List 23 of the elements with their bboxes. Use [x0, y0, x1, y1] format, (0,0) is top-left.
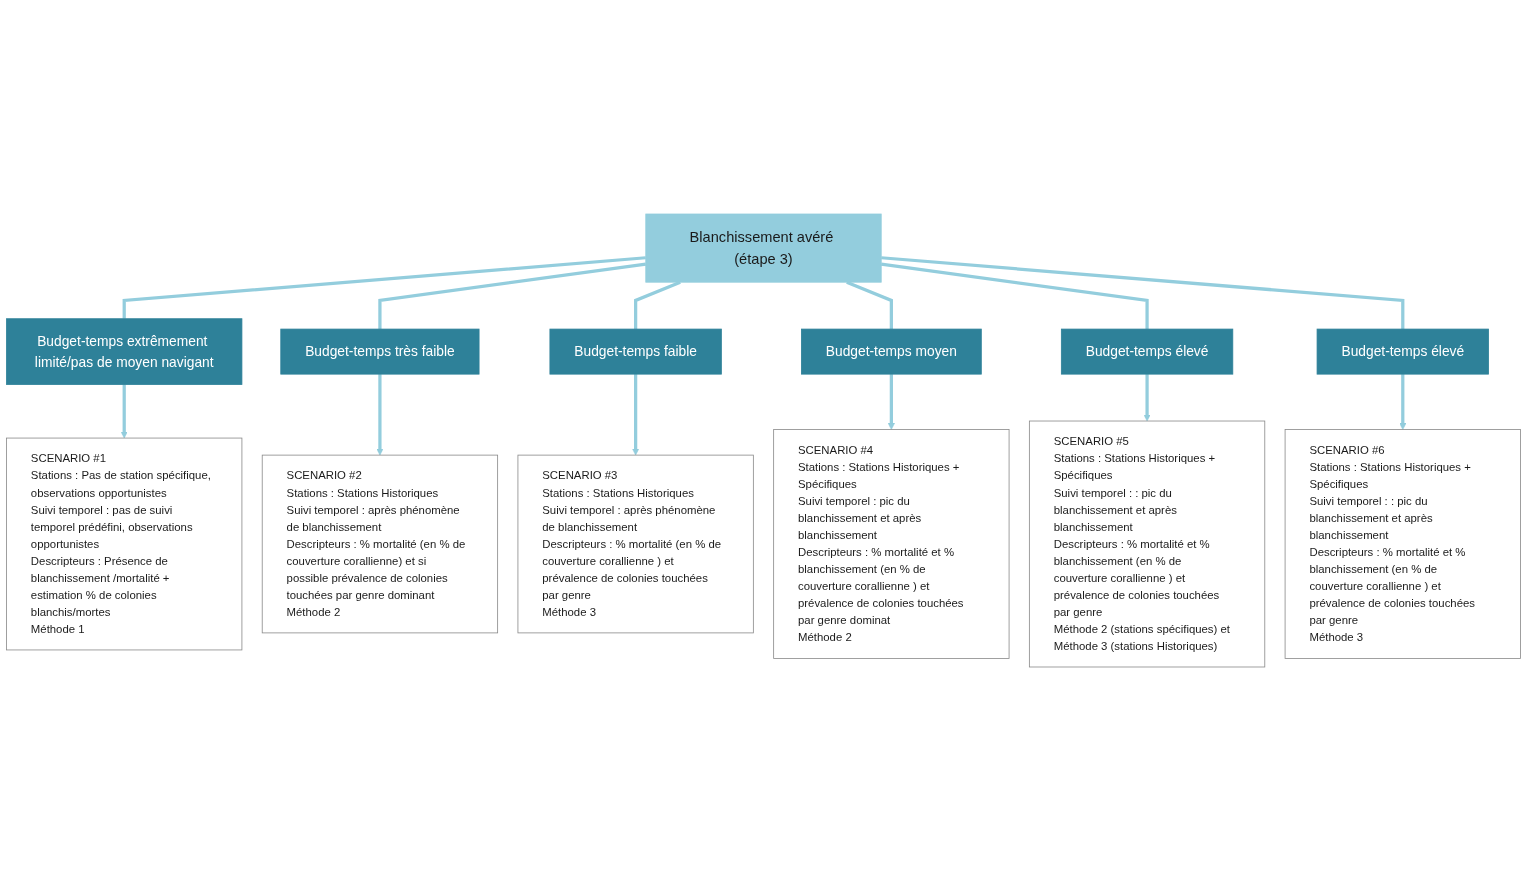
connector: [378, 262, 646, 330]
node-box: Budget-temps élevé: [1316, 328, 1489, 375]
node-box: SCENARIO #6 Stations : Stations Historiques + Spécifiques Suivi temporel : : pic du blanchissement et après blanchissement Descripteurs : % mortalité et % blanchissement (en % de couverture corallienne ) et prévalence de colonies touchées par genre Méthode 3: [1284, 429, 1521, 659]
node-box: SCENARIO #4 Stations : Stations Historiques + Spécifiques Suivi temporel : pic du blanchissement et après blanchissement Descripteurs : % mortalité et % blanchissement (en % de couverture corallienne ) et prévalence de colonies touchées par genre dominat Méthode 2: [773, 429, 1010, 659]
arrow: [1143, 374, 1151, 422]
connector: [881, 256, 1405, 330]
arrow: [376, 374, 384, 456]
node-box: Budget-temps élevé: [1060, 328, 1234, 375]
arrow: [1399, 374, 1407, 430]
node-box: Budget-temps très faible: [280, 328, 480, 375]
node-box: SCENARIO #2 Stations : Stations Historiques Suivi temporel : après phénomène de blanchissement Descripteurs : % mortalité (en % de couverture corallienne) et si possible prévalence de colonies touchées par genre dominant Méthode 2: [261, 454, 499, 634]
node-box: Budget-temps moyen: [801, 328, 982, 375]
connector: [881, 262, 1149, 330]
node-box: Budget-temps extrêmement limité/pas de moyen navigant: [6, 318, 243, 385]
node-box: Blanchissement avéré (étape 3): [645, 213, 882, 283]
connector: [122, 256, 646, 319]
node-box: SCENARIO #5 Stations : Stations Historiques + Spécifiques Suivi temporel : : pic du blanchissement et après blanchissement Descripteurs : % mortalité et % blanchissement (en % de couverture corallienne ) et prévalence de colonies touchées par genre Méthode 2 (stations spécifiques) et Méthode 3 (stations Historiques): [1028, 420, 1266, 668]
arrow: [120, 384, 128, 439]
node-box: SCENARIO #1 Stations : Pas de station spécifique, observations opportunistes Suivi temporel : pas de suivi temporel prédéfini, observations opportunistes Descripteurs : Présence de blanchissement /mortalité + estimation % de colonies blanchis/mortes Méthode 1: [6, 437, 243, 651]
arrow: [887, 374, 895, 430]
node-box: Budget-temps faible: [549, 328, 722, 375]
node-box: SCENARIO #3 Stations : Stations Historiques Suivi temporel : après phénomène de blanchissement Descripteurs : % mortalité (en % de couverture corallienne ) et prévalence de colonies touchées par genre Méthode 3: [517, 454, 754, 634]
arrow: [632, 374, 640, 456]
